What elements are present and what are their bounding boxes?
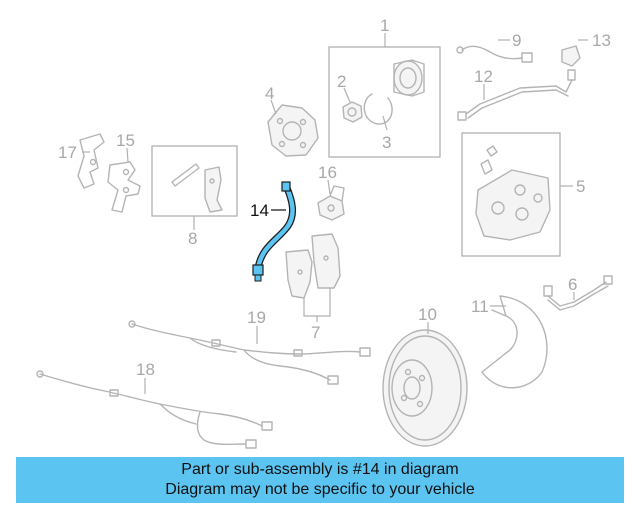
- part-4-wheel-hub: [267, 99, 319, 157]
- part-19-wiring-harness: [128, 320, 371, 385]
- callout-19: 19: [247, 308, 266, 327]
- banner-line-1: Part or sub-assembly is #14 in diagram: [181, 461, 459, 478]
- part-12-brake-line: [457, 69, 576, 121]
- callout-18: 18: [136, 360, 155, 379]
- callout-9: 9: [512, 31, 521, 50]
- part-1-wheel-bearing: [328, 33, 441, 158]
- part-13-clip: [561, 39, 588, 67]
- callout-7: 7: [311, 323, 320, 342]
- callout-5: 5: [576, 177, 585, 196]
- part-15-bracket: [107, 147, 141, 213]
- callout-11: 11: [471, 297, 489, 316]
- part-9-wear-sensor: [456, 39, 533, 63]
- part-3-snap-ring: [363, 93, 393, 131]
- callout-4: 4: [265, 84, 274, 103]
- callout-17: 17: [58, 143, 77, 162]
- callout-1: 1: [380, 16, 389, 35]
- callout-13: 13: [592, 31, 611, 50]
- part-6-brake-line: [543, 275, 613, 311]
- callout-2: 2: [337, 72, 346, 91]
- callout-8: 8: [188, 229, 197, 248]
- part-18-wiring-harness: [36, 370, 273, 449]
- banner-line-2: Diagram may not be specific to your vehi…: [165, 481, 475, 498]
- part-16-valve: [317, 179, 345, 221]
- part-17-bracket: [77, 133, 105, 189]
- part-14-brake-hose: [252, 181, 297, 282]
- part-11-dust-shield: [481, 295, 548, 389]
- info-banner: Part or sub-assembly is #14 in diagram D…: [16, 457, 624, 503]
- callout-12: 12: [474, 67, 493, 86]
- part-10-brake-rotor: [382, 322, 468, 447]
- part-8-pad-hardware-kit: [151, 145, 238, 230]
- callout-15: 15: [116, 131, 135, 150]
- part-2-hub-nut: [342, 87, 363, 123]
- part-7-brake-pads: [285, 233, 341, 322]
- callout-3: 3: [382, 133, 391, 152]
- callout-6: 6: [568, 275, 577, 294]
- callout-16: 16: [318, 163, 337, 182]
- part-5-brake-caliper: [461, 132, 573, 257]
- callout-14: 14: [250, 201, 269, 220]
- callout-10: 10: [418, 305, 437, 324]
